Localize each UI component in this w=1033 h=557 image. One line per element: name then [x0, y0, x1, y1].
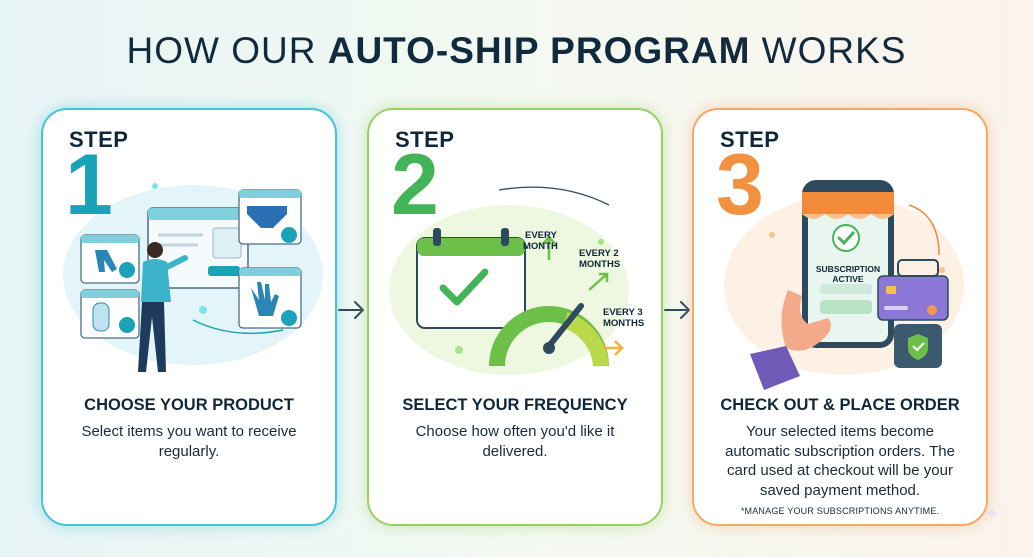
step-1-number: 1	[65, 137, 113, 233]
step-2-label: STEP	[395, 127, 455, 152]
lock-icon	[894, 259, 942, 368]
calendar-icon	[416, 228, 526, 329]
product-tile-ostomy-bag	[80, 289, 140, 339]
frequency-illustration	[389, 186, 629, 375]
product-tile-gloves	[238, 267, 302, 329]
arrow-right-icon	[338, 301, 364, 319]
title-part-3: WORKS	[750, 30, 907, 71]
gauge-icon	[489, 303, 609, 367]
step-3-description: Your selected items become automatic sub…	[725, 423, 955, 499]
step-3-card: SUBSCRIPTION ACTIVE STEP 3 CHECK OUT & P…	[692, 108, 988, 526]
person-icon	[138, 242, 188, 372]
step-3-label: STEP	[720, 127, 780, 152]
title-part-1: HOW OUR	[126, 30, 328, 71]
step-1-card: STEP 1 CHOOSE YOUR PRODUCT Select items …	[41, 108, 337, 526]
step-2-card: EVERY MONTH EVERY 2 MONTHS EVERY 3 MONTH…	[367, 108, 663, 526]
sparkle-icon	[985, 506, 999, 520]
step-3-title: CHECK OUT & PLACE ORDER	[720, 396, 960, 414]
hand-icon	[750, 290, 831, 390]
step-1-description: Select items you want to receive regular…	[81, 423, 297, 460]
product-selection-illustration	[63, 183, 323, 372]
phone-icon	[802, 180, 894, 348]
step-1-label: STEP	[69, 127, 129, 152]
title-part-2: AUTO-SHIP PROGRAM	[327, 30, 751, 71]
product-tile-compression-socks	[80, 234, 140, 284]
page-title: HOW OUR AUTO-SHIP PROGRAM WORKS	[0, 30, 1033, 72]
step-2-title: SELECT YOUR FREQUENCY	[402, 396, 628, 414]
arrow-right-icon	[664, 301, 690, 319]
step-1-title: CHOOSE YOUR PRODUCT	[84, 396, 294, 414]
product-tile-underwear	[238, 189, 302, 245]
step-2-number: 2	[391, 137, 439, 233]
step-3-note: *MANAGE YOUR SUBSCRIPTIONS ANYTIME.	[740, 506, 940, 516]
credit-card-icon	[877, 275, 949, 321]
browser-window-icon	[147, 207, 249, 289]
checkout-illustration	[724, 180, 964, 390]
step-3-number: 3	[716, 137, 764, 233]
step-2-description: Choose how often you'd like it delivered…	[415, 423, 615, 460]
